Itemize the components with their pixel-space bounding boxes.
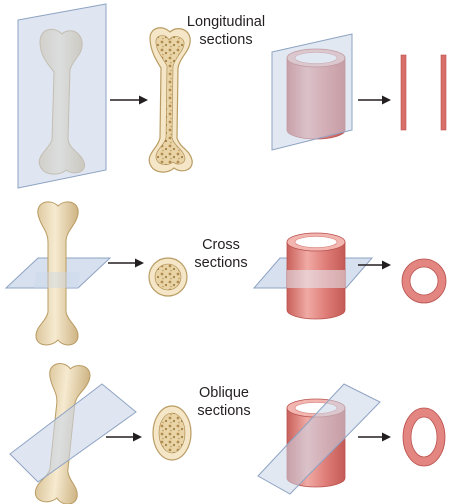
label-cross-line2: sections — [194, 255, 248, 271]
longitudinal-plane — [17, 3, 107, 189]
label-longitudinal-line2: sections — [199, 32, 253, 48]
arrow-longitudinal-1 — [110, 95, 148, 105]
longitudinal-row — [17, 3, 447, 189]
femur-bone-cross — [35, 201, 79, 346]
bone-longitudinal-section — [148, 27, 193, 173]
vessel-oblique-ring — [402, 407, 446, 467]
arrow-cross-1 — [108, 258, 144, 268]
label-longitudinal-line1: Longitudinal — [186, 14, 266, 30]
vessel-cross-ring — [401, 258, 447, 304]
vessel-cross — [286, 232, 346, 320]
arrow-longitudinal-2 — [358, 95, 391, 105]
label-oblique-line2: sections — [197, 403, 251, 419]
label-oblique-line1: Oblique — [199, 385, 249, 401]
vessel-wall-strip-left — [400, 54, 407, 131]
arrow-cross-2 — [358, 260, 391, 270]
oblique-plane-vessel — [257, 383, 381, 495]
label-cross-sections: Cross sections — [161, 236, 281, 272]
label-longitudinal-sections: Longitudinal sections — [166, 13, 286, 49]
vessel-wall-strip-right — [440, 54, 447, 131]
bone-cross-section — [148, 257, 188, 297]
label-oblique-sections: Oblique sections — [164, 384, 284, 420]
label-cross-line1: Cross — [202, 237, 240, 253]
longitudinal-plane-vessel — [271, 33, 353, 151]
oblique-row — [9, 363, 446, 504]
arrow-oblique-2 — [358, 432, 391, 442]
bone-oblique-section — [152, 405, 192, 461]
arrow-oblique-1 — [106, 432, 142, 442]
cross-row — [4, 201, 447, 346]
oblique-plane — [9, 383, 137, 483]
